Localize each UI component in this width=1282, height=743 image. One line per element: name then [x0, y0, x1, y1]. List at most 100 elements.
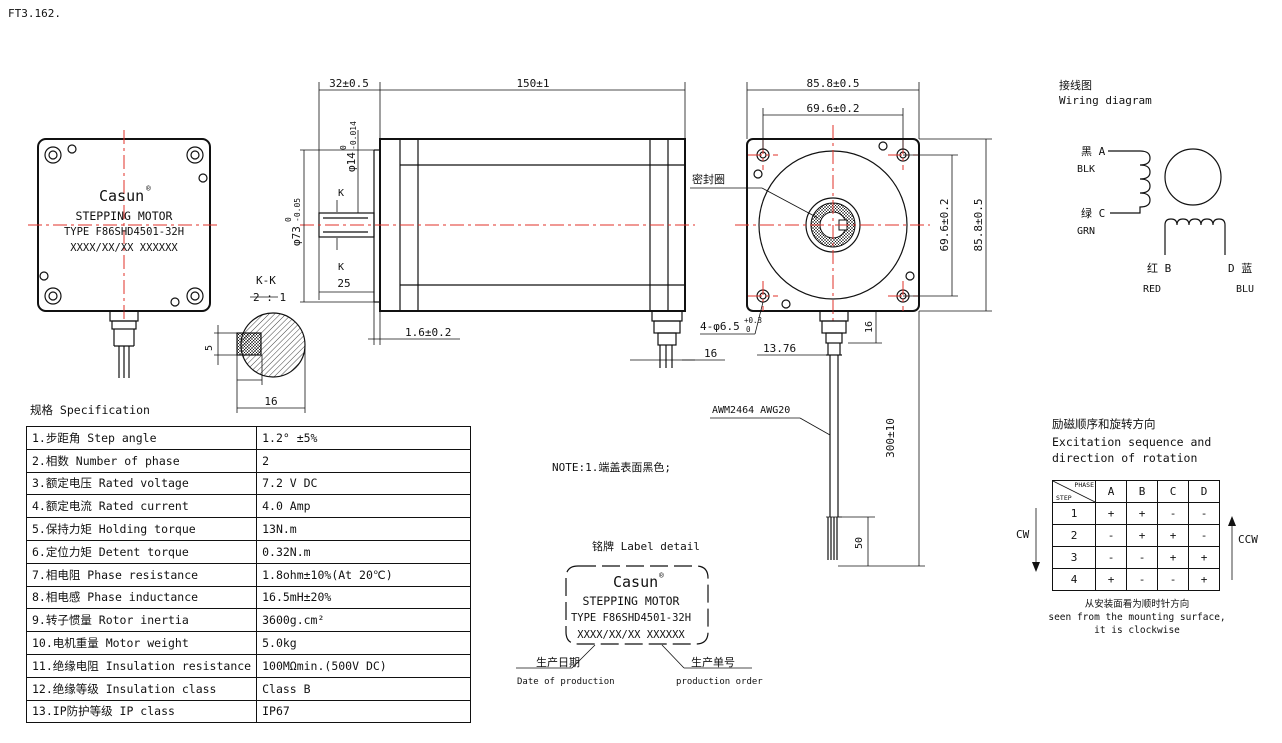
section-mark-k-bottom: K: [338, 262, 344, 273]
end-view: [690, 82, 992, 567]
ccw-label: CCW: [1238, 533, 1258, 546]
dim-1-6: 1.6±0.2: [405, 326, 451, 339]
excitation-foot-en2: it is clockwise: [1094, 625, 1180, 636]
label-detail-title: 铭牌 Label detail: [592, 539, 700, 553]
spec-key: 3.额定电压 Rated voltage: [25, 471, 258, 496]
section-title: K-K: [256, 274, 276, 287]
section-dim-16: 16: [264, 395, 277, 408]
spec-value: 2: [256, 448, 471, 473]
spec-value: 13N.m: [256, 517, 471, 541]
side-view: [300, 82, 725, 368]
phase-col-header: C: [1157, 480, 1189, 503]
dim-25: 25: [337, 277, 350, 290]
dim-phi14-tol-dn: -0.014: [349, 121, 358, 150]
dim-16-end: 16: [864, 321, 875, 333]
step-number: 4: [1052, 568, 1096, 591]
label-detail-line1: STEPPING MOTOR: [583, 594, 680, 608]
spec-value: 7.2 V DC: [256, 471, 471, 496]
holes-tol-up: +0.3: [744, 316, 762, 325]
label-detail-brand: Casun: [613, 573, 658, 591]
dim-69-6-right: 69.6±0.2: [938, 199, 951, 252]
phase-state: -: [1188, 502, 1220, 525]
section-kk: [214, 296, 306, 413]
dim-50: 50: [854, 537, 865, 549]
step-label: STEP: [1056, 494, 1072, 502]
spec-key: 7.相电阻 Phase resistance: [25, 562, 258, 587]
front-label-line2: TYPE F86SHD4501-32H: [64, 226, 184, 238]
spec-value: 4.0 Amp: [256, 494, 471, 519]
dim-phi14-tol-up: 0: [339, 145, 348, 150]
front-label-line3: XXXX/XX/XX XXXXXX: [70, 242, 178, 254]
spec-key: 10.电机重量 Motor weight: [25, 631, 258, 655]
dim-300: 300±10: [884, 418, 897, 458]
step-number: 3: [1052, 546, 1096, 569]
label-detail-line3: XXXX/XX/XX XXXXXX: [577, 629, 685, 641]
spec-value: 100MΩmin.(500V DC): [256, 653, 471, 678]
label-detail-line2: TYPE F86SHD4501-32H: [571, 612, 691, 624]
holes-tol-dn: 0: [746, 325, 751, 334]
seal-ring-label: 密封圈: [692, 172, 725, 186]
phase-state: +: [1157, 546, 1189, 569]
holes-label: 4-φ6.5: [700, 320, 740, 333]
phase-col-header: D: [1188, 480, 1220, 503]
production-date-en: Date of production: [517, 677, 615, 687]
wire-a-cn: 黑 A: [1081, 145, 1106, 158]
excitation-title-cn: 励磁顺序和旋转方向: [1052, 417, 1156, 431]
phase-state: +: [1126, 524, 1158, 547]
section-scale: 2 : 1: [253, 291, 286, 304]
phase-col-header: A: [1095, 480, 1127, 503]
step-number: 2: [1052, 524, 1096, 547]
dim-phi73: φ73: [290, 226, 303, 246]
spec-value: 3600g.cm²: [256, 608, 471, 633]
wire-b-cn: 红 B: [1147, 262, 1172, 275]
dim-16-side: 16: [704, 347, 717, 360]
front-view: [28, 130, 220, 378]
dim-phi14: φ14: [345, 152, 358, 172]
section-dim-5: 5: [204, 345, 215, 351]
phase-col-header: B: [1126, 480, 1158, 503]
wiring-title-en: Wiring diagram: [1059, 94, 1152, 107]
excitation-row: 2-++-: [1052, 524, 1220, 547]
spec-value: IP67: [256, 699, 471, 724]
spec-value: 1.2° ±5%: [256, 426, 471, 450]
dim-phi73-tol-up: 0: [284, 217, 293, 222]
spec-key: 11.绝缘电阻 Insulation resistance: [25, 653, 258, 678]
wiring-diagram: [1108, 148, 1226, 255]
label-detail-reg: ®: [659, 571, 664, 580]
phase-state: -: [1188, 524, 1220, 547]
phase-state: -: [1095, 524, 1127, 547]
phase-state: +: [1095, 568, 1127, 591]
spec-key: 8.相电感 Phase inductance: [25, 585, 258, 610]
phase-state: -: [1095, 546, 1127, 569]
rotation-arrows: [1032, 508, 1236, 580]
spec-value: 5.0kg: [256, 631, 471, 655]
spec-key: 2.相数 Number of phase: [25, 448, 258, 473]
wire-b-en: RED: [1143, 284, 1161, 295]
label-detail-plate: [516, 565, 752, 669]
phase-label: PHASE: [1074, 481, 1094, 489]
section-mark-k-top: K: [338, 188, 344, 199]
cable-spec: AWM2464 AWG20: [712, 405, 790, 416]
dim-32: 32±0.5: [329, 77, 369, 90]
spec-key: 4.额定电流 Rated current: [25, 494, 258, 519]
note: NOTE:1.端盖表面黑色;: [552, 460, 671, 474]
phase-state: +: [1126, 502, 1158, 525]
dim-85-8-right: 85.8±0.5: [972, 199, 985, 252]
spec-key: 5.保持力矩 Holding torque: [25, 517, 258, 541]
excitation-row: 4+--+: [1052, 568, 1220, 591]
dim-13-76: 13.76: [763, 342, 796, 355]
dim-85-8-top: 85.8±0.5: [807, 77, 860, 90]
cw-label: CW: [1016, 528, 1030, 541]
